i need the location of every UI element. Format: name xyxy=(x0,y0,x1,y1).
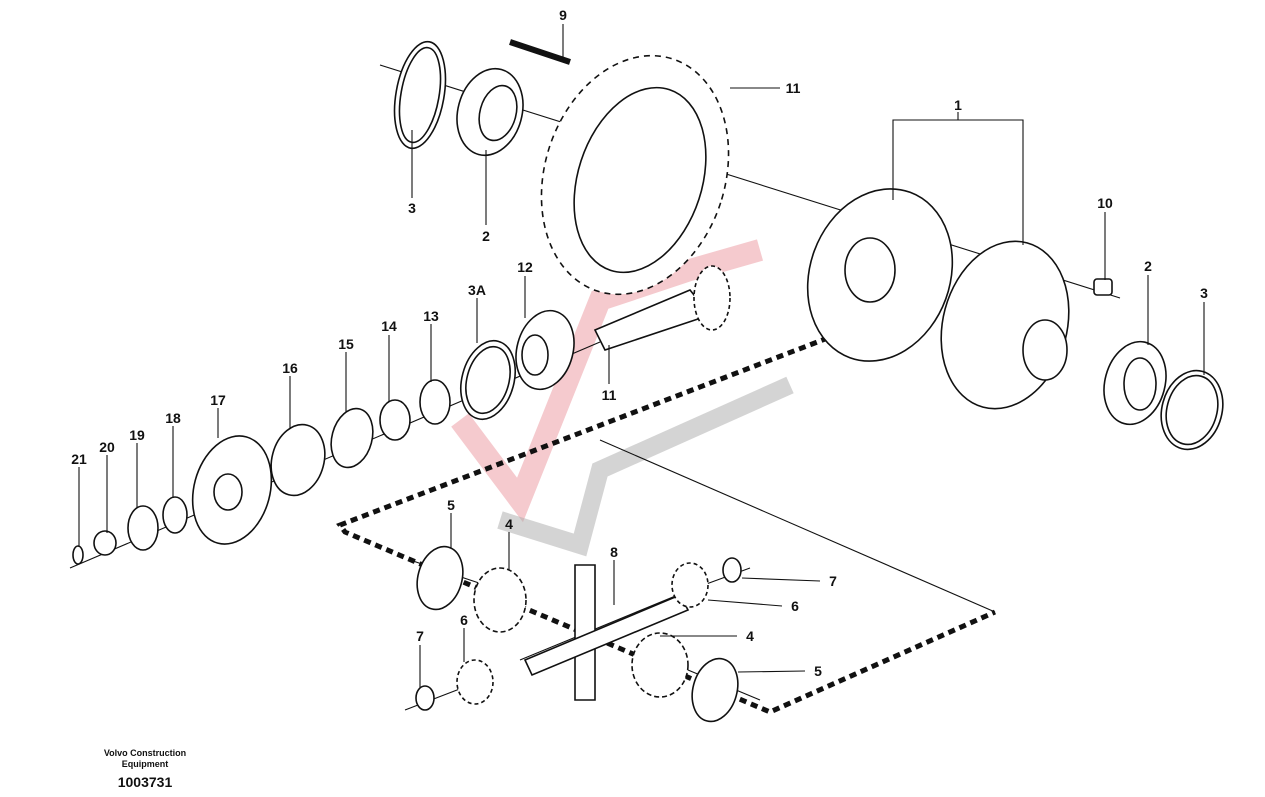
bearing-12-bore xyxy=(521,334,549,376)
callout-5-b: 5 xyxy=(814,663,822,679)
watermark-grey-mark xyxy=(497,376,794,557)
spider-8-horizontal[interactable] xyxy=(523,593,690,677)
callout-11-pinion: 11 xyxy=(602,387,617,403)
nut-20[interactable] xyxy=(93,530,117,556)
callout-15: 15 xyxy=(338,336,354,352)
callout-4: 4 xyxy=(505,516,513,532)
housing-hub-b xyxy=(1022,319,1068,381)
bolt-9[interactable] xyxy=(509,39,571,65)
callout-19: 19 xyxy=(129,427,145,443)
callout-18: 18 xyxy=(165,410,181,426)
thrust-washer-7[interactable] xyxy=(722,557,742,583)
shim-ring-3-right-inner xyxy=(1165,374,1219,446)
callout-4-b: 4 xyxy=(746,628,754,644)
thrust-washer-5[interactable] xyxy=(410,541,469,614)
circlip-21[interactable] xyxy=(72,545,84,565)
callout-16: 16 xyxy=(282,360,298,376)
spacer-13[interactable] xyxy=(419,379,451,425)
callout-14: 14 xyxy=(381,318,397,334)
manufacturer-caption: Volvo Construction Equipment xyxy=(60,748,230,770)
callout-1: 1 xyxy=(954,97,962,113)
bearing-2-bore xyxy=(478,84,518,142)
bearing-2-right-bore xyxy=(1123,357,1157,411)
housing-bore-a xyxy=(844,237,896,303)
callout-8: 8 xyxy=(610,544,618,560)
callout-3-right: 3 xyxy=(1200,285,1208,301)
callout-13: 13 xyxy=(423,308,439,324)
leader-lines xyxy=(78,24,1205,688)
side-gear-4[interactable] xyxy=(473,567,527,633)
callout-10: 10 xyxy=(1097,195,1113,211)
callout-17: 17 xyxy=(210,392,226,408)
pinion-gear-teeth xyxy=(693,265,731,331)
lock-washer-19[interactable] xyxy=(127,505,159,551)
callout-20: 20 xyxy=(99,439,115,455)
bearing-15[interactable] xyxy=(325,404,379,472)
manufacturer-line-1: Volvo Construction xyxy=(103,748,187,758)
diff-axis-2 xyxy=(519,589,691,661)
crown-wheel-11-bore xyxy=(573,86,707,274)
flange-17-hub xyxy=(213,473,243,511)
callout-6: 6 xyxy=(791,598,799,614)
callout-9: 9 xyxy=(559,7,567,23)
side-gear-4-b[interactable] xyxy=(631,632,689,698)
callout-3: 3 xyxy=(408,200,416,216)
planet-gear-6-b[interactable] xyxy=(456,659,494,705)
callout-2-right: 2 xyxy=(1144,258,1152,274)
callout-5: 5 xyxy=(447,497,455,513)
planet-gear-6[interactable] xyxy=(671,562,709,608)
callout-7: 7 xyxy=(829,573,837,589)
callout-2: 2 xyxy=(482,228,490,244)
washer-18[interactable] xyxy=(162,496,188,534)
callout-3a: 3A xyxy=(468,282,486,298)
group-leader xyxy=(599,439,996,613)
drawing-number: 1003731 xyxy=(117,774,173,790)
shim-ring-3a-inner xyxy=(465,345,511,415)
thrust-washer-7-b[interactable] xyxy=(415,685,435,711)
ring-14[interactable] xyxy=(379,399,411,441)
callout-21: 21 xyxy=(71,451,87,467)
manufacturer-line-2: Equipment xyxy=(121,759,169,769)
nut-10[interactable] xyxy=(1093,278,1113,296)
callout-12: 12 xyxy=(517,259,533,275)
callout-7-b: 7 xyxy=(416,628,424,644)
seal-16[interactable] xyxy=(264,418,333,501)
differential-group-frame xyxy=(336,292,997,715)
callout-11: 11 xyxy=(786,80,801,96)
thrust-washer-5-b[interactable] xyxy=(685,653,744,726)
watermark xyxy=(451,239,794,557)
watermark-red-mark xyxy=(451,239,764,523)
callout-6-b: 6 xyxy=(460,612,468,628)
